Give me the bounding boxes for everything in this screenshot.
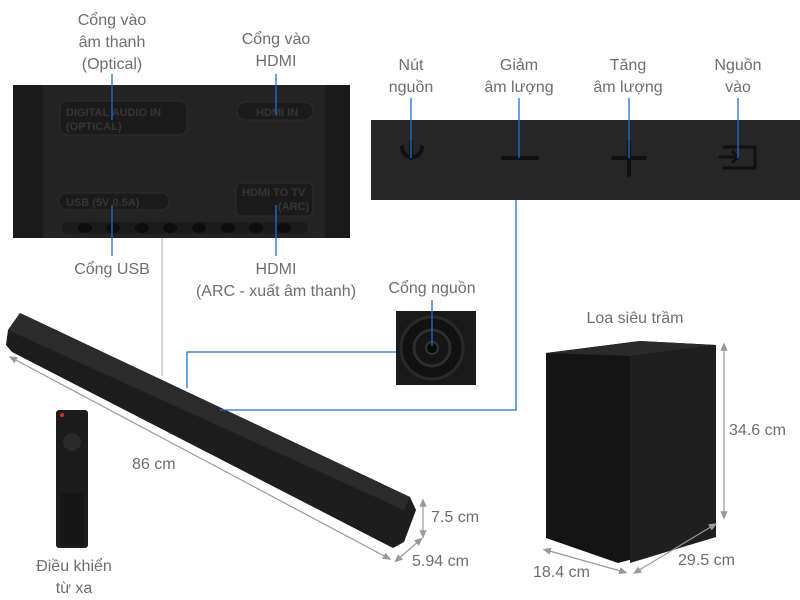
hdmi-arc-label: HDMI(ARC - xuất âm thanh) [195, 261, 357, 300]
subwoofer-label: Loa siêu trầm [586, 310, 684, 327]
subwoofer-photo [546, 341, 716, 563]
soundbar-width: 86 cm [132, 456, 176, 473]
printed-hdmi-tv-1: HDMI TO TV [242, 187, 306, 199]
subwoofer-depth: 18.4 cm [533, 564, 590, 581]
soundbar-depth: 5.94 cm [412, 553, 469, 570]
printed-usb: USB (5V 0.5A) [66, 197, 140, 209]
dimension-arrows [8, 342, 728, 575]
power-port-label: Cổng nguồn [388, 280, 476, 297]
remote-photo [56, 410, 88, 548]
ports-panel-photo: DIGITAL AUDIO IN (OPTICAL) HDMI IN USB (… [13, 85, 350, 238]
printed-hdmi-in: HDMI IN [256, 107, 298, 119]
printed-optical-1: DIGITAL AUDIO IN [66, 107, 161, 119]
subwoofer-height: 34.6 cm [729, 422, 786, 439]
buttons-panel-photo [371, 120, 800, 200]
usb-port-label: Cổng USB [74, 261, 150, 278]
subwoofer-width: 29.5 cm [678, 552, 735, 569]
soundbar-height: 7.5 cm [431, 509, 480, 526]
printed-hdmi-tv-2: (ARC) [278, 201, 309, 213]
power-port-photo [396, 311, 476, 385]
printed-optical-2: (OPTICAL) [66, 121, 122, 133]
